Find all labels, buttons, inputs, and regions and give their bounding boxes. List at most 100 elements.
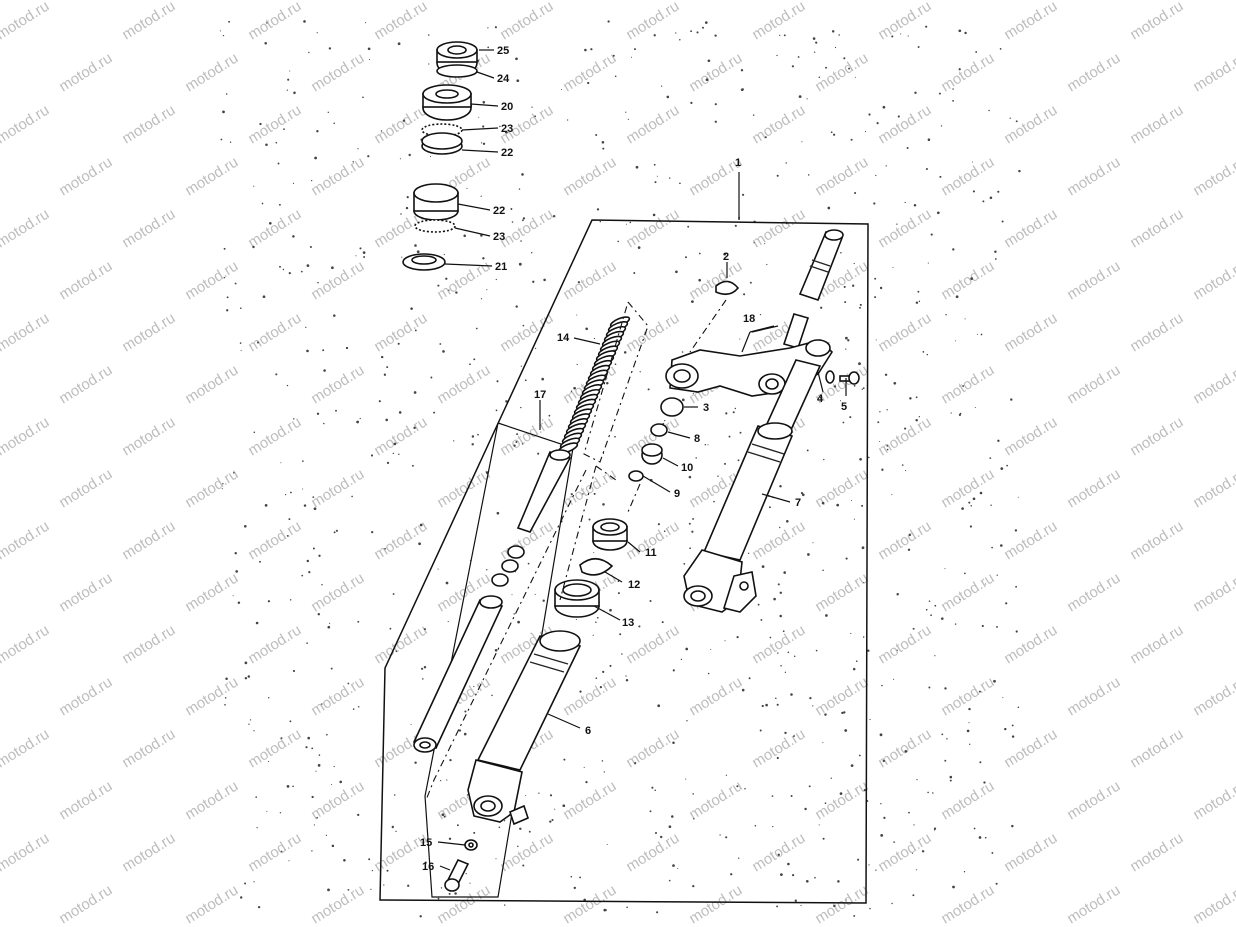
- axis-line-2: [689, 299, 727, 353]
- scan-speckle: [277, 162, 280, 165]
- ball-race-part-23-lower: [414, 219, 456, 233]
- scan-speckle: [449, 758, 452, 762]
- scan-speckle: [906, 146, 909, 150]
- scan-speckle: [863, 789, 866, 792]
- scan-speckle: [549, 820, 552, 823]
- scan-speckle: [754, 824, 757, 827]
- scan-speckle: [584, 48, 587, 52]
- scan-speckle: [311, 747, 314, 750]
- scan-speckle: [248, 723, 250, 725]
- scan-speckle: [585, 780, 588, 784]
- scan-speckle: [234, 551, 237, 555]
- scan-speckle: [880, 803, 882, 805]
- scan-speckle: [675, 32, 677, 34]
- scan-speckle: [599, 220, 602, 223]
- scan-speckle: [952, 99, 955, 102]
- scan-speckle: [958, 413, 961, 417]
- scan-speckle: [748, 677, 751, 680]
- scan-speckle: [237, 601, 241, 604]
- scan-speckle: [818, 824, 820, 826]
- scan-speckle: [538, 792, 540, 794]
- scan-speckle: [830, 131, 833, 134]
- scan-speckle: [979, 491, 983, 495]
- callout-22-lower: 22: [493, 205, 505, 217]
- scan-speckle: [1014, 529, 1018, 532]
- scan-speckle: [710, 648, 712, 650]
- scan-speckle: [936, 211, 940, 215]
- scan-speckle: [240, 307, 242, 309]
- watermark-text: motod.ru: [812, 778, 871, 824]
- scan-speckle: [993, 679, 996, 683]
- scan-speckle: [475, 327, 478, 330]
- bolt-part-16: [444, 858, 470, 892]
- scan-speckle: [316, 32, 318, 34]
- scan-speckle: [1004, 727, 1007, 731]
- watermark-text: motod.ru: [1064, 362, 1123, 408]
- scan-speckle: [859, 303, 862, 306]
- scan-speckle: [268, 697, 270, 699]
- scan-speckle: [537, 452, 540, 455]
- scan-speckle: [891, 494, 893, 496]
- watermark-text: motod.ru: [1190, 882, 1236, 927]
- scan-speckle: [807, 553, 810, 556]
- watermark-text: motod.ru: [1190, 50, 1236, 96]
- watermark-text: motod.ru: [1190, 154, 1236, 200]
- scan-speckle: [240, 349, 242, 352]
- scan-speckle: [437, 568, 439, 570]
- watermark-text: motod.ru: [1127, 0, 1186, 43]
- scan-speckle: [912, 894, 915, 897]
- scan-speckle: [769, 636, 772, 639]
- watermark-text: motod.ru: [1001, 0, 1060, 43]
- scan-speckle: [392, 452, 395, 455]
- callout-25: 25: [497, 45, 509, 57]
- scan-speckle: [293, 91, 296, 95]
- scan-speckle: [473, 358, 476, 361]
- scan-speckle: [255, 796, 258, 798]
- scan-speckle: [471, 435, 475, 438]
- watermark-text: motod.ru: [0, 102, 52, 148]
- callout-20: 20: [501, 101, 513, 113]
- scan-speckle: [429, 155, 432, 157]
- scan-speckle: [389, 627, 392, 630]
- scan-speckle: [463, 732, 467, 736]
- scan-speckle: [975, 51, 978, 53]
- callout-10: 10: [681, 462, 693, 474]
- scan-speckle: [854, 191, 857, 195]
- scan-speckle: [692, 517, 695, 520]
- scan-speckle: [952, 88, 954, 90]
- scan-speckle: [996, 625, 998, 628]
- scan-speckle: [443, 253, 445, 256]
- scan-speckle: [1015, 630, 1018, 633]
- scan-speckle: [800, 904, 802, 907]
- scan-speckle: [896, 649, 898, 651]
- scan-speckle: [244, 525, 247, 528]
- leader-lines: [437, 49, 847, 871]
- scan-speckle: [881, 684, 883, 687]
- scan-speckle: [552, 214, 556, 218]
- watermark-text: motod.ru: [119, 726, 178, 772]
- scan-speckle: [933, 829, 936, 831]
- scan-speckle: [852, 284, 855, 287]
- scan-speckle: [592, 634, 594, 636]
- watermark-text: motod.ru: [308, 154, 367, 200]
- scan-speckle: [679, 38, 681, 41]
- scan-speckle: [840, 251, 842, 254]
- scan-speckle: [852, 667, 856, 671]
- scan-speckle: [595, 621, 597, 623]
- scan-speckle: [1017, 496, 1019, 498]
- scan-speckle: [312, 547, 315, 550]
- scan-speckle: [1001, 220, 1004, 223]
- watermark-text: motod.ru: [812, 570, 871, 616]
- scan-speckle: [331, 783, 333, 786]
- scan-speckle: [743, 293, 746, 296]
- scan-speckle: [932, 792, 934, 794]
- scan-speckle: [844, 301, 847, 304]
- scan-speckle: [463, 234, 466, 238]
- scan-speckle: [365, 22, 367, 24]
- scan-speckle: [773, 597, 776, 601]
- scan-speckle: [445, 277, 448, 280]
- watermark-text: motod.ru: [0, 726, 52, 772]
- scan-speckle: [593, 337, 596, 340]
- scan-speckle: [339, 780, 343, 784]
- scan-speckle: [972, 161, 974, 163]
